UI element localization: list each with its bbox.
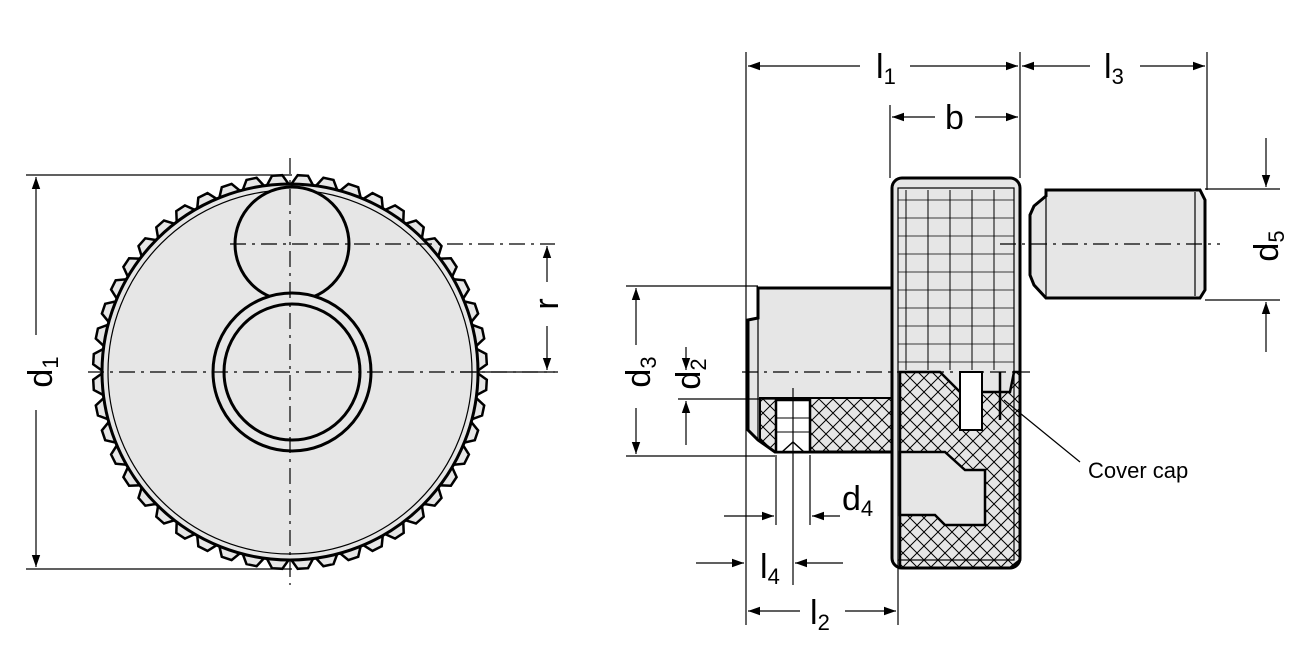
label-l1: l1: [876, 48, 896, 89]
wheel-cavity: [898, 450, 987, 527]
cover-cap: [959, 371, 983, 431]
label-l2: l2: [810, 594, 830, 635]
front-view: [26, 158, 558, 585]
label-r: r: [528, 298, 566, 309]
label-d5: d5: [1248, 230, 1289, 261]
label-l3: l3: [1104, 48, 1124, 89]
labels: d1 r l1 l3 b d5 d3 d2 d4 l4 l2: [22, 48, 1289, 635]
knurl-pattern: [898, 190, 1014, 370]
label-b: b: [945, 99, 964, 137]
cover-cap-leader: [1003, 399, 1081, 463]
label-cover-cap: Cover cap: [1088, 458, 1188, 483]
label-d2: d2: [670, 358, 711, 389]
label-l4: l4: [760, 548, 780, 589]
label-d3: d3: [620, 356, 661, 387]
label-d1: d1: [22, 356, 63, 387]
side-view: [626, 52, 1280, 625]
label-d4: d4: [842, 480, 873, 521]
